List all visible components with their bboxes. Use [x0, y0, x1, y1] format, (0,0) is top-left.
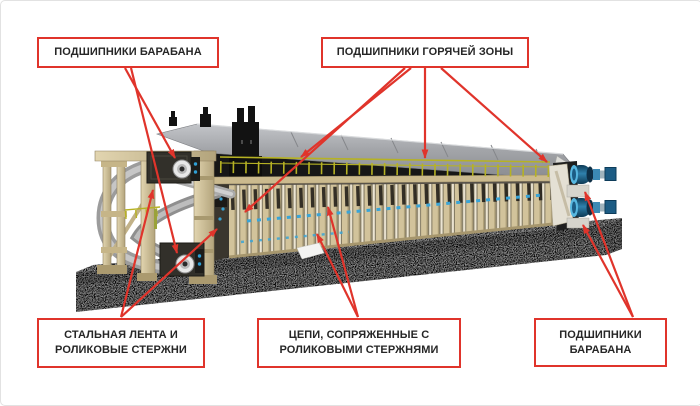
- label-text: ПОДШИПНИКИ БАРАБАНА: [54, 46, 202, 58]
- label-text: ПОДШИПНИКИ ГОРЯЧЕЙ ЗОНЫ: [336, 46, 514, 58]
- label-chains-coupled-rollers: ЦЕПИ, СОПРЯЖЕННЫЕ С РОЛИКОВЫМИ СТЕРЖНЯМИ: [257, 318, 461, 368]
- discharge-chute: [296, 242, 325, 260]
- label-text: ЦЕПИ, СОПРЯЖЕННЫЕ С РОЛИКОВЫМИ СТЕРЖНЯМИ: [279, 329, 439, 356]
- chain-roller-section: [214, 180, 554, 261]
- label-text: СТАЛЬНАЯ ЛЕНТА И РОЛИКОВЫЕ СТЕРЖНИ: [55, 329, 187, 356]
- label-steel-belt-roller-rods: СТАЛЬНАЯ ЛЕНТА И РОЛИКОВЫЕ СТЕРЖНИ: [37, 318, 205, 368]
- label-drum-bearings-left: ПОДШИПНИКИ БАРАБАНА: [37, 37, 219, 68]
- chain-line-lower: [240, 230, 350, 244]
- label-hot-zone-bearings: ПОДШИПНИКИ ГОРЯЧЕЙ ЗОНЫ: [321, 37, 529, 68]
- label-drum-bearings-right: ПОДШИПНИКИ БАРАБАНА: [534, 318, 667, 367]
- hot-zone-drum-upper: [570, 165, 617, 184]
- label-text: ПОДШИПНИКИ БАРАБАНА: [559, 328, 642, 356]
- upper-drum-bearing: [146, 151, 200, 184]
- callout-arrows: [119, 67, 635, 318]
